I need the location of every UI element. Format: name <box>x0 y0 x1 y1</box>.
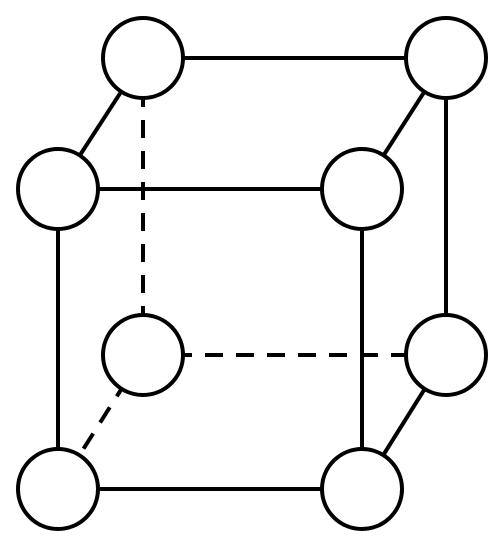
atom-back-bottom-left <box>101 313 185 397</box>
cube-edges <box>56 56 448 491</box>
atom-back-top-right <box>404 16 488 100</box>
atom-front-bottom-left <box>16 447 100 531</box>
atom-front-top-left <box>16 147 100 231</box>
atom-front-bottom-right <box>320 447 404 531</box>
atom-front-top-right <box>320 147 404 231</box>
atom-back-top-left <box>101 16 185 100</box>
atom-back-bottom-right <box>404 313 488 397</box>
cube-atoms <box>16 16 488 531</box>
